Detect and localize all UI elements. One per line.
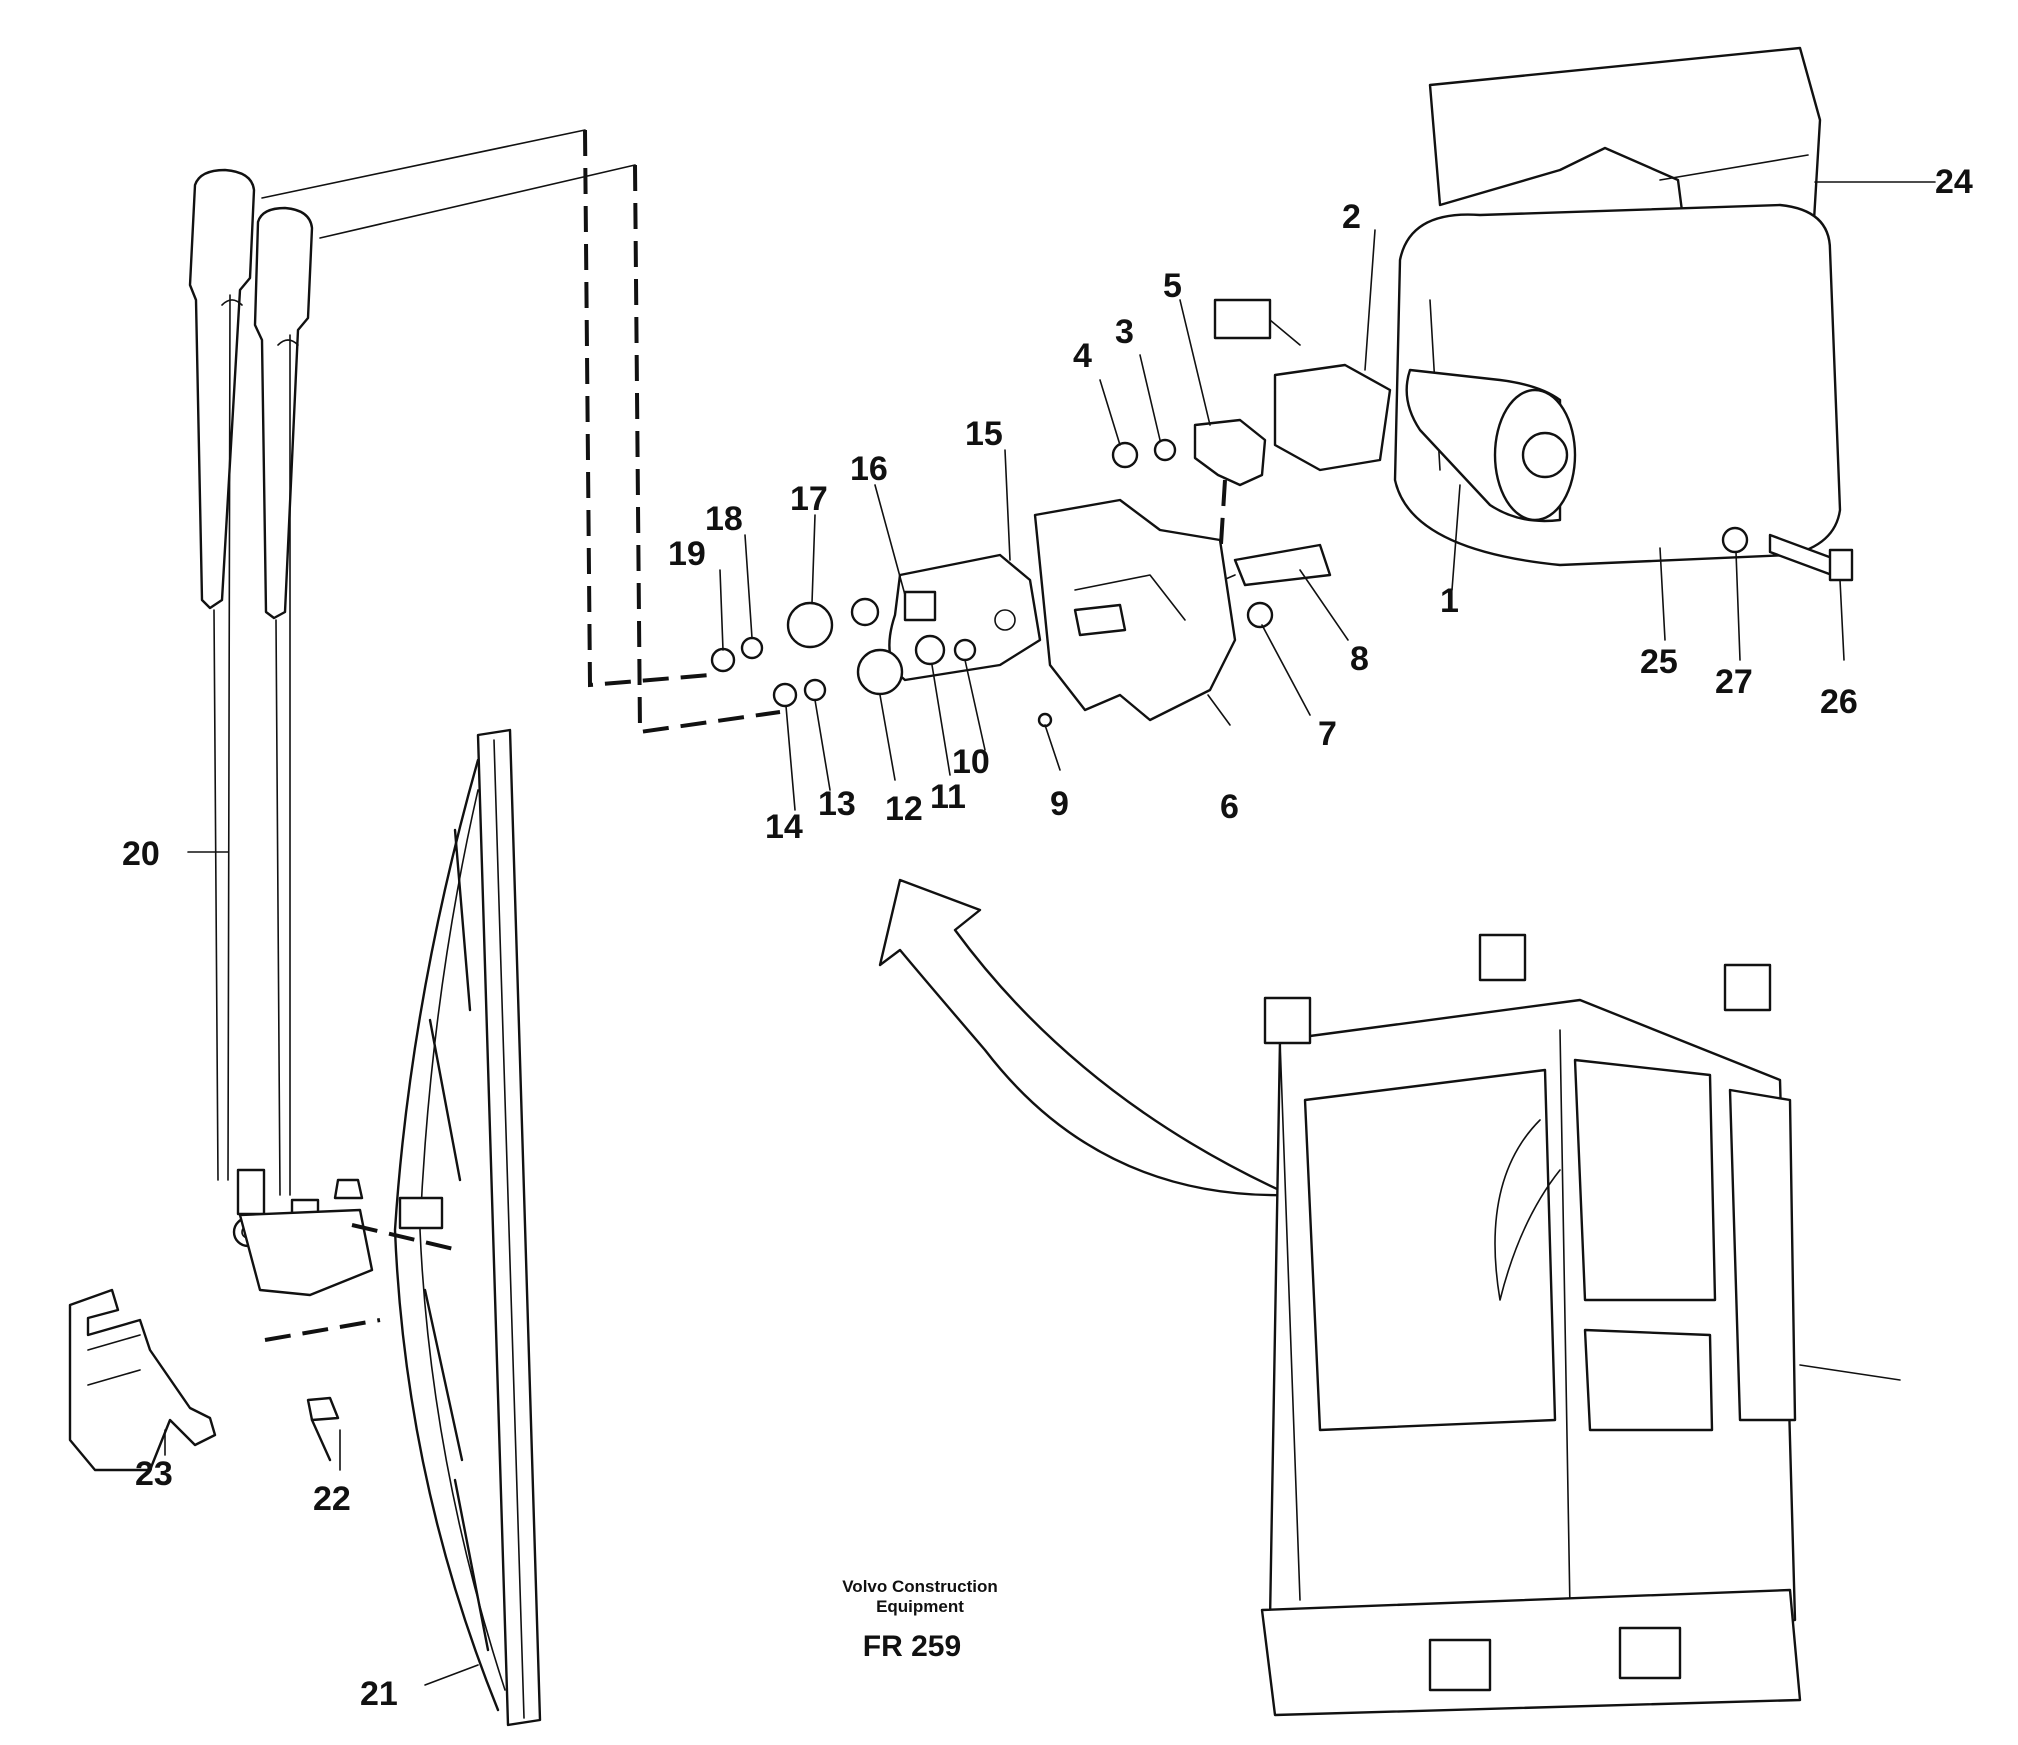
callout-23: 23 <box>135 1455 173 1493</box>
callout-12: 12 <box>885 790 923 828</box>
callout-22: 22 <box>313 1480 351 1518</box>
callout-24: 24 <box>1935 163 1973 201</box>
callout-15: 15 <box>965 415 1003 453</box>
callout-9: 9 <box>1050 785 1069 823</box>
callout-20: 20 <box>122 835 160 873</box>
callout-2: 2 <box>1342 198 1361 236</box>
callout-8: 8 <box>1350 640 1369 678</box>
callout-5: 5 <box>1163 267 1182 305</box>
wiper-arms <box>188 168 374 1297</box>
callout-17: 17 <box>790 480 828 518</box>
callout-16: 16 <box>850 450 888 488</box>
callout-21: 21 <box>360 1675 398 1713</box>
callout-18: 18 <box>705 500 743 538</box>
callout-11: 11 <box>930 778 966 816</box>
callout-19: 19 <box>668 535 706 573</box>
callout-1: 1 <box>1440 582 1459 620</box>
callout-14: 14 <box>765 808 803 846</box>
callout-4: 4 <box>1073 337 1092 375</box>
callout-25: 25 <box>1640 643 1678 681</box>
callout-26: 26 <box>1820 683 1858 721</box>
callout-3: 3 <box>1115 313 1134 351</box>
callout-10: 10 <box>952 743 990 781</box>
callout-27: 27 <box>1715 663 1753 701</box>
caption-line-1: Volvo Construction <box>842 1577 998 1596</box>
wiper-blade <box>351 728 542 1727</box>
figure-code: FR 259 <box>863 1630 961 1663</box>
callout-6: 6 <box>1220 788 1239 826</box>
caption-line-2: Equipment <box>876 1597 964 1616</box>
cab-illustration <box>1260 933 1901 1717</box>
callout-7: 7 <box>1318 715 1337 753</box>
callout-13: 13 <box>818 785 856 823</box>
